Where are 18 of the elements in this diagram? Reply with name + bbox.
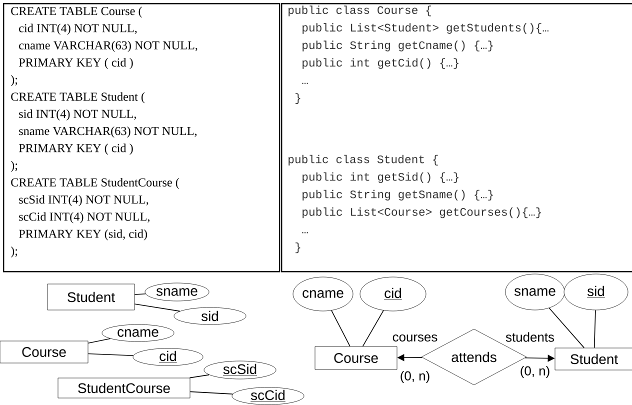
entity-box: Student: [47, 284, 135, 310]
java-code-box: public class Course { public List<Student> getStudents(){… public String getCname() {…} public int getCid() {…} … } public class Student { public int getSid() {…} public String getSname() {…} public List<Course> getCourses(){…} … }: [281, 3, 632, 272]
connector-line: [134, 304, 180, 312]
entity-box: StudentCourse: [58, 378, 190, 398]
connector-line: [548, 308, 585, 348]
connector-line: [88, 353, 134, 356]
node-label: sid: [587, 286, 604, 296]
connector-line: [362, 310, 384, 347]
entity-box: Course: [314, 346, 398, 370]
connector-line: [190, 391, 234, 394]
connector-line: [88, 338, 111, 344]
entity-box: Course: [0, 340, 88, 364]
connector-line: [189, 374, 210, 378]
sql-code-box: CREATE TABLE Course ( cid INT(4) NOT NULL, cname VARCHAR(63) NOT NULL, PRIMARY KEY ( cid ) ); CREATE TABLE Student ( sid INT(4) NOT NULL, sname VARCHAR(63) NOT NULL, PRIMARY KEY ( cid ) ); CREATE TABLE StudentCourse ( scSid INT(4) NOT NULL, scCid INT(4) NOT NULL, PRIMARY KEY (sid, cid) );: [3, 3, 280, 272]
connector-line: [594, 310, 596, 348]
entity-box: Student: [554, 348, 632, 370]
connector-line: [331, 310, 350, 347]
connector-line: [134, 293, 146, 295]
